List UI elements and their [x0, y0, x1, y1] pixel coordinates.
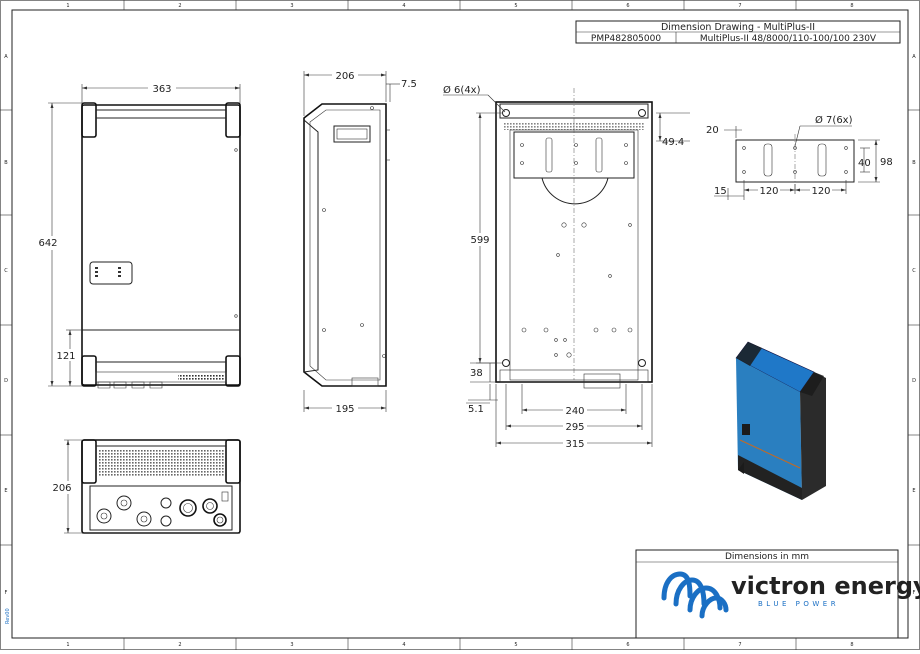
bracket-dimensions: Ø 7(6x) 20 98 40 15 120 120 [706, 114, 893, 200]
bottom-view [81, 439, 241, 534]
title-text: Dimension Drawing - MultiPlus-II [661, 22, 815, 33]
col-label: 3 [290, 642, 293, 648]
victron-wave-icon [661, 571, 729, 619]
front-view-dimensions: 363 642 121 [36, 82, 241, 387]
dim-bracket-hole-callout: Ø 7(6x) [815, 114, 853, 126]
dim-back-width-295: 295 [565, 422, 584, 433]
dim-hole-callout: Ø 6(4x) [443, 84, 481, 96]
column-labels: 1 2 3 4 5 6 7 8 1 2 3 4 5 6 7 8 [66, 3, 853, 648]
dim-front-height: 642 [38, 238, 57, 249]
dim-side-depth: 206 [335, 71, 354, 82]
dim-front-width: 363 [152, 84, 171, 95]
bracket-view [735, 134, 855, 190]
side-view [303, 103, 390, 387]
dim-back-height: 599 [470, 235, 489, 246]
side-view-dimensions: 206 7.5 195 [303, 69, 417, 415]
col-label: 4 [402, 3, 405, 9]
dim-back-top-offset: 49.4 [662, 137, 684, 148]
col-label: 6 [626, 3, 629, 9]
col-label: 7 [738, 642, 741, 648]
col-label: 4 [402, 642, 405, 648]
bottom-view-dimensions: 206 [50, 439, 82, 534]
dim-back-bottom-small: 5.1 [468, 404, 484, 415]
row-label: E [912, 488, 915, 494]
col-label: 5 [514, 642, 517, 648]
title-block: Dimension Drawing - MultiPlus-II PMP4828… [575, 20, 901, 44]
back-view [495, 88, 653, 389]
row-label: B [912, 160, 916, 166]
row-label: A [4, 54, 8, 60]
dim-bottom-depth: 206 [52, 483, 71, 494]
row-label: B [4, 160, 8, 166]
col-label: 2 [178, 642, 181, 648]
col-label: 5 [514, 3, 517, 9]
row-label: C [912, 268, 916, 274]
revision-label: Rev00 [5, 608, 11, 624]
col-label: 2 [178, 3, 181, 9]
brand-tagline: BLUE POWER [758, 600, 839, 608]
dim-side-base: 195 [335, 404, 354, 415]
brand-name: victron energy [731, 572, 920, 600]
row-label: C [4, 268, 8, 274]
product-render [735, 341, 826, 500]
row-labels: A B C D E F A B C D E F [4, 54, 916, 596]
row-label: D [4, 378, 8, 384]
dim-bracket-edge: 15 [714, 186, 727, 197]
row-label: E [4, 488, 7, 494]
dim-back-width-240: 240 [565, 406, 584, 417]
dim-front-lower: 121 [56, 351, 75, 362]
dim-back-width-315: 315 [565, 439, 584, 450]
col-label: 8 [850, 642, 853, 648]
row-label: D [912, 378, 916, 384]
col-label: 6 [626, 642, 629, 648]
dim-bracket-pitch-1: 120 [759, 186, 778, 197]
victron-logo: victron energy BLUE POWER [661, 571, 920, 619]
col-label: 1 [66, 642, 69, 648]
back-view-dimensions: Ø 6(4x) 599 49.4 38 5.1 240 295 [443, 84, 690, 450]
row-label: F [913, 590, 916, 596]
dim-side-offset: 7.5 [401, 79, 417, 90]
model-text: MultiPlus-II 48/8000/110-100/100 230V [700, 34, 877, 44]
part-number: PMP482805000 [591, 34, 661, 44]
dim-bracket-pitch-2: 120 [811, 186, 830, 197]
front-view [81, 102, 241, 389]
col-label: 8 [850, 3, 853, 9]
footer-block: Dimensions in mm [635, 549, 899, 639]
col-label: 3 [290, 3, 293, 9]
row-label: A [912, 54, 916, 60]
units-note: Dimensions in mm [725, 552, 809, 562]
dim-bracket-height: 98 [880, 157, 893, 168]
col-label: 1 [66, 3, 69, 9]
row-label: F [5, 590, 8, 596]
dim-back-bottom-offset: 38 [470, 368, 483, 379]
col-label: 7 [738, 3, 741, 9]
dim-bracket-inner: 40 [858, 158, 871, 169]
dim-bracket-left: 20 [706, 125, 719, 136]
